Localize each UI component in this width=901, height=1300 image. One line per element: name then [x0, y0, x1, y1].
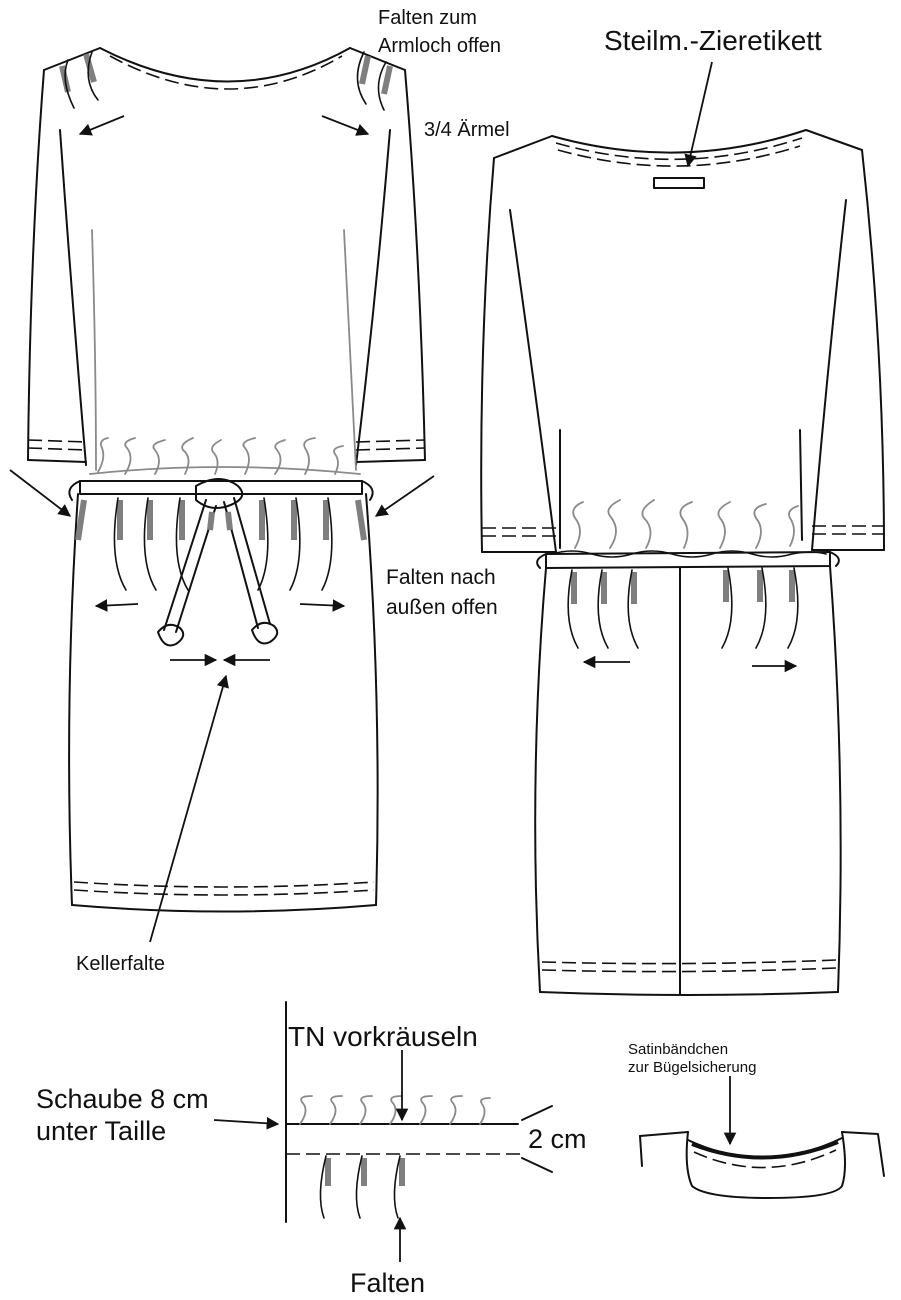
- gather-seam-label: TN vorkräuseln: [288, 1021, 478, 1052]
- label-pointer: [684, 61, 713, 168]
- pleat-direction-arrow: [374, 475, 435, 517]
- sleeve-label: 3/4 Ärmel: [424, 119, 510, 141]
- label-tag-label: Steilm.-Zieretikett: [604, 25, 822, 56]
- pleat-direction-arrow: [299, 599, 346, 612]
- pleat-direction-arrow: [94, 599, 139, 612]
- yoke-detail: [285, 1001, 553, 1223]
- outward-pleats-label: Falten nach: [386, 566, 496, 589]
- decorative-label-tag: [653, 177, 705, 189]
- outward-pleats-label: außen offen: [386, 596, 498, 619]
- tie-belt: [157, 478, 279, 647]
- pleats-label: Falten: [350, 1268, 425, 1298]
- front-view: [27, 47, 426, 913]
- pleat-direction-arrow: [321, 115, 370, 136]
- yoke-label: Schaube 8 cm: [36, 1084, 209, 1114]
- yoke-label: unter Taille: [36, 1116, 166, 1146]
- pleat-direction-arrow: [78, 115, 125, 136]
- back-view: [480, 129, 885, 996]
- ribbon-label: Satinbändchen: [628, 1041, 728, 1058]
- front-skirt-pleats: [75, 497, 367, 591]
- armhole-pleats-label: Armloch offen: [378, 35, 501, 57]
- ribbon-label: zur Bügelsicherung: [628, 1059, 756, 1076]
- width-label: 2 cm: [528, 1124, 587, 1154]
- neckline-detail: [639, 1131, 885, 1199]
- box-pleat-pointer: [149, 674, 229, 943]
- yoke-pointer: [213, 1117, 280, 1130]
- box-pleat-label: Kellerfalte: [76, 953, 165, 975]
- pleat-direction-arrow: [9, 469, 71, 517]
- armhole-pleats-label: Falten zum: [378, 7, 477, 29]
